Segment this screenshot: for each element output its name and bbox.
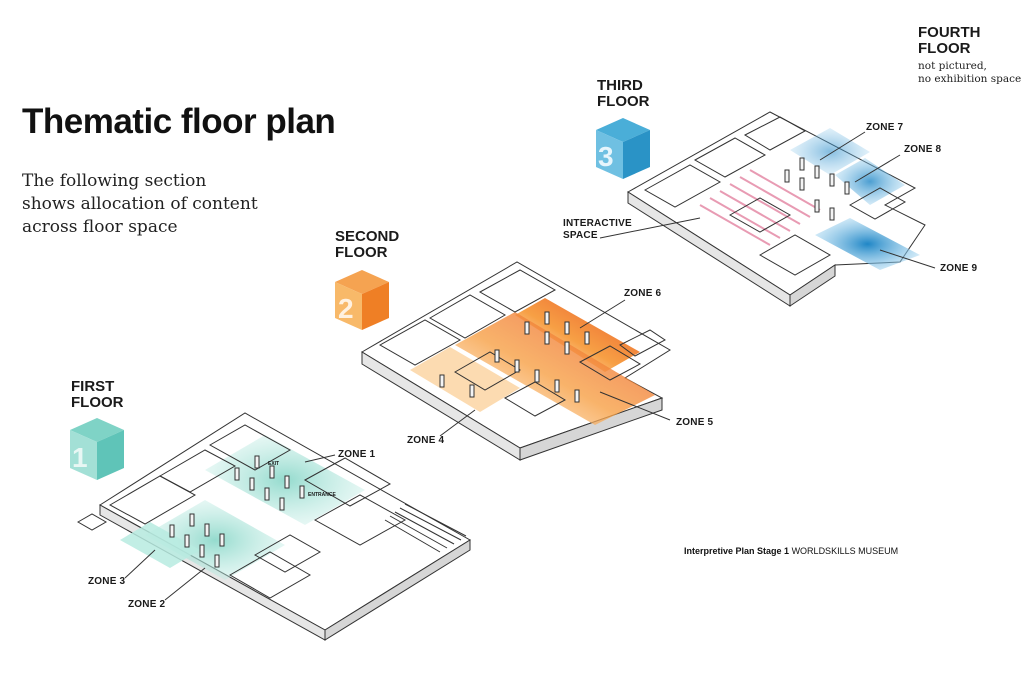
- zone5-area: [455, 312, 655, 425]
- credit-museum: WORLDSKILLS MUSEUM: [791, 546, 899, 556]
- credit-bold: Interpretive Plan Stage 1: [684, 546, 790, 556]
- third-floor-number: 3: [598, 141, 614, 172]
- second-floor-cube: [335, 270, 389, 330]
- second-floor-number: 2: [338, 293, 354, 324]
- third-floor-cube: [596, 118, 650, 179]
- zone7-label: ZONE 7: [866, 122, 904, 133]
- zone5-label: ZONE 5: [676, 417, 714, 428]
- zone1-label: ZONE 1: [338, 449, 376, 460]
- fourth-floor-note: not pictured,no exhibition space: [918, 60, 1022, 85]
- zone4-label: ZONE 4: [407, 435, 445, 446]
- first-floor-plan: [76, 412, 471, 641]
- second-floor-plan: [361, 261, 671, 461]
- first-floor-number: 1: [72, 442, 88, 473]
- zone4-area: [410, 347, 520, 412]
- zone3-area: [120, 522, 200, 568]
- zone3-label: ZONE 3: [88, 576, 126, 587]
- zone8-label: ZONE 8: [904, 144, 942, 155]
- third-floor-plan: [599, 111, 936, 307]
- interactive-space-area: [699, 169, 821, 246]
- first-floor-cube: [70, 418, 124, 480]
- page-title: Thematic floor plan: [22, 102, 336, 141]
- zone9-label: ZONE 9: [940, 263, 978, 274]
- entrance-marker: ENTRANCE: [308, 492, 336, 498]
- zone8-area: [835, 158, 905, 205]
- exit-marker: EXIT: [268, 461, 280, 467]
- zone2-area: [145, 500, 285, 580]
- zone7-area: [790, 128, 870, 175]
- page-subtitle: The following section shows allocation o…: [22, 171, 258, 237]
- zone2-label: ZONE 2: [128, 599, 166, 610]
- credit-line: Interpretive Plan Stage 1 WORLDSKILLS MU…: [684, 546, 898, 556]
- zone6-label: ZONE 6: [624, 288, 662, 299]
- zone9-area: [815, 218, 920, 270]
